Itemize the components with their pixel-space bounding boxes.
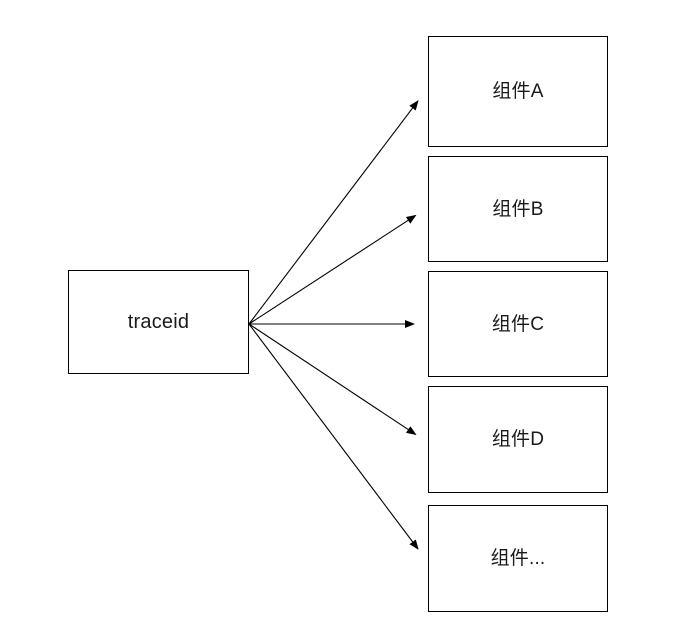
node-component-etc[interactable]: 组件... [428, 505, 608, 612]
edge-traceid-to-component-a [248, 100, 419, 325]
node-component-d-label: 组件D [491, 429, 545, 450]
edge-traceid-to-component-etc [248, 323, 419, 550]
node-component-b[interactable]: 组件B [428, 156, 608, 262]
edge-traceid-to-component-b [248, 214, 417, 325]
node-traceid[interactable]: traceid [68, 270, 249, 374]
node-component-etc-label: 组件... [490, 548, 546, 569]
node-component-c-label: 组件C [491, 313, 545, 335]
node-component-b-label: 组件B [492, 198, 544, 220]
node-component-a-label: 组件A [492, 81, 544, 102]
node-component-a[interactable]: 组件A [428, 36, 608, 147]
node-traceid-label: traceid [127, 311, 190, 333]
edges-group [248, 100, 419, 550]
edge-traceid-to-component-d [248, 323, 417, 436]
node-component-c[interactable]: 组件C [428, 271, 608, 377]
node-component-d[interactable]: 组件D [428, 386, 608, 493]
